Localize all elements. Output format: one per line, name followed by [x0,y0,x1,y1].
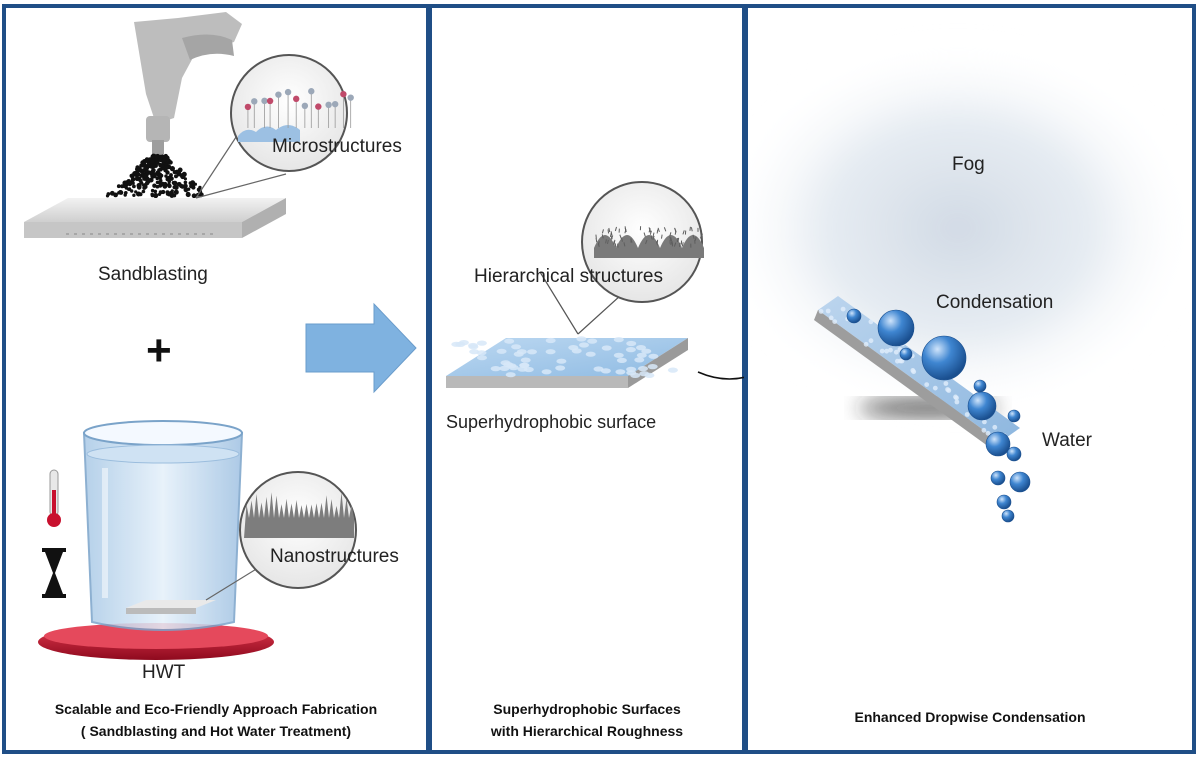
water-droplets [846,308,1031,523]
hier-callout-line [539,271,579,335]
surface-caption-line1: Superhydrophobic Surfaces [493,701,681,717]
sandblaster-gun-icon [134,12,242,154]
fabrication-panel: Microstructures Sandblasting + Nanostruc… [2,4,430,754]
fog-cloud [748,38,1192,418]
surface-caption: Superhydrophobic Surfaces with Hierarchi… [432,698,742,742]
hourglass-icon [42,548,66,598]
surface-illustration [446,181,704,388]
sand-spray-particles [105,153,204,199]
hot-plate-icon [38,623,274,660]
plus-sign: + [146,326,172,375]
micro-callout-line [195,173,287,199]
microstructures-label: Microstructures [272,136,402,157]
sandblasted-plate [24,198,286,238]
beaker-icon [82,420,244,631]
nanostructures-icon [244,492,354,538]
fabrication-caption: Scalable and Eco-Friendly Approach Fabri… [6,698,426,742]
surface-caption-line2: with Hierarchical Roughness [490,723,684,739]
fabrication-caption-line2: ( Sandblasting and Hot Water Treatment) [80,723,352,739]
fabrication-caption-line1: Scalable and Eco-Friendly Approach Fabri… [54,701,378,717]
superhydrophobic-surface-plate [446,336,688,388]
hierarchical-structures-label: Hierarchical structures [474,266,663,287]
water-label: Water [1042,430,1092,451]
hierarchical-structures-icon [594,226,704,258]
microstructures-icon [238,88,354,142]
condensation-illustration [748,38,1192,523]
condensation-caption: Enhanced Dropwise Condensation [854,709,1086,725]
condensation-label: Condensation [936,292,1054,313]
nanostructures-label: Nanostructures [270,546,399,567]
fabrication-illustration [24,12,417,660]
surface-panel: Hierarchical structures Superhydrophobic… [428,4,746,754]
thermometer-icon [47,469,61,527]
condensation-panel: Fog Condensation Water Enhanced Dropwise… [744,4,1196,754]
sandblasting-label: Sandblasting [98,264,208,285]
nano-callout-line [205,567,259,601]
fog-label: Fog [952,154,985,175]
process-arrow-icon [305,302,417,394]
superhydrophobic-surface-label: Superhydrophobic surface [446,412,657,432]
hwt-label: HWT [142,662,186,683]
micro-callout-line [195,127,243,199]
